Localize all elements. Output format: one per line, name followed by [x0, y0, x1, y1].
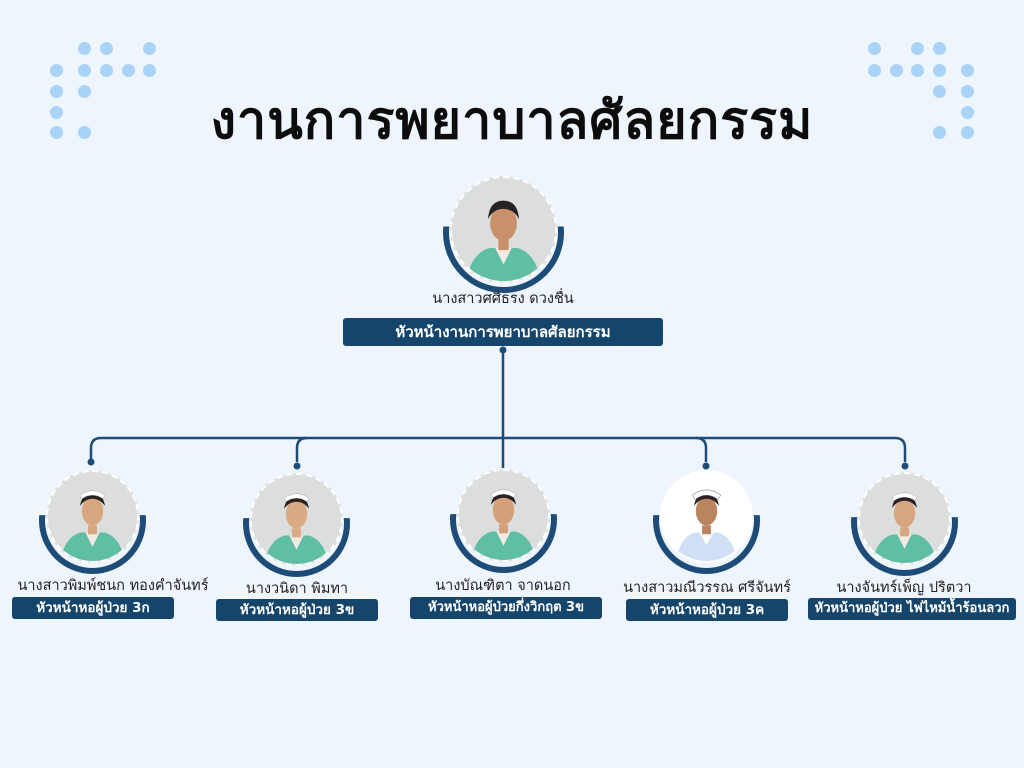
member-1-avatar [39, 467, 146, 574]
member-1-name: นางสาวพิมพ์ชนก ทองคำจันทร์ [17, 578, 209, 594]
nurse-portrait-icon [860, 474, 949, 563]
member-5-avatar [851, 469, 958, 576]
nurse-portrait-icon [662, 472, 751, 561]
member-3-name: นางบัณฑิตา จาดนอก [435, 578, 571, 594]
member-2-role-badge: หัวหน้าหอผู้ป่วย 3ข [216, 599, 378, 621]
member-3-role-badge: หัวหน้าหอผู้ป่วยกึ่งวิกฤต 3ข [410, 597, 602, 619]
member-1-role-badge: หัวหน้าหอผู้ป่วย 3ก [12, 597, 174, 619]
decor-dots-left [50, 42, 160, 142]
member-5-name: นางจันทร์เพ็ญ ปริตวา [836, 580, 972, 596]
decor-dots-right [868, 42, 978, 142]
member-3-avatar [450, 466, 557, 573]
nurse-portrait-icon [452, 178, 555, 281]
head-role-badge: หัวหน้างานการพยาบาลศัลยกรรม [343, 318, 663, 346]
page-title: งานการพยาบาลศัลยกรรม [210, 91, 814, 151]
member-2-name: นางวนิดา พิมทา [245, 581, 349, 597]
nurse-portrait-icon [459, 471, 548, 560]
head-avatar [443, 172, 564, 293]
member-2-avatar [243, 470, 350, 577]
member-5-role-badge: หัวหน้าหอผู้ป่วย ไฟไหม้น้ำร้อนลวก [808, 598, 1016, 620]
nurse-portrait-icon [48, 472, 137, 561]
member-4-avatar [653, 467, 760, 574]
nurse-portrait-icon [252, 475, 341, 564]
member-4-role-badge: หัวหน้าหอผู้ป่วย 3ค [626, 599, 788, 621]
member-4-name: นางสาวมณีวรรณ ศรีจันทร์ [623, 580, 791, 596]
head-name: นางสาวศศิธรง ดวงชื่น [432, 291, 574, 307]
